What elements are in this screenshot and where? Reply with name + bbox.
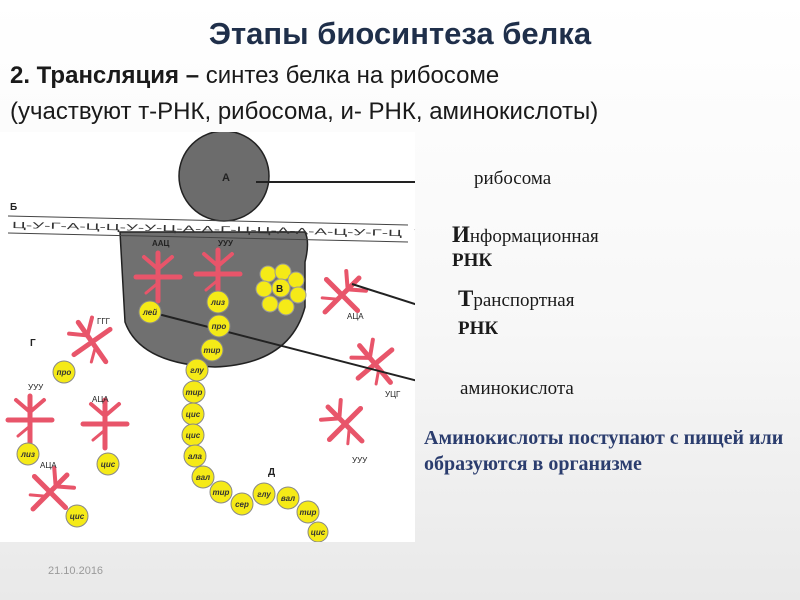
- label-ribosome: рибосома: [474, 168, 552, 189]
- trna-free-right-3: [312, 391, 377, 456]
- label-mrna-first: И: [452, 222, 470, 247]
- label-trna-first: Т: [458, 286, 474, 311]
- amino-tir4: тир: [300, 508, 317, 517]
- letter-a: А: [222, 172, 230, 184]
- codon-uuu: УУУ: [218, 239, 234, 248]
- letter-v: В: [276, 284, 283, 295]
- trna-pointer: [351, 283, 441, 313]
- amino-tir: тир: [204, 346, 221, 355]
- label-mrna-line1: Информационная: [452, 222, 599, 248]
- polypeptide-chain: лей лиз про тир глу тир цис цис ала вал …: [138, 290, 329, 543]
- amino-tir2: тир: [186, 388, 203, 397]
- amino-val: вал: [196, 473, 210, 482]
- codon-aca-left: АЦА: [40, 461, 57, 470]
- amino-cis-free2: цис: [70, 512, 85, 521]
- translation-diagram: А Б Ц-У-Г-А-Ц-Ц-У-У-Ц-А-А-Г-Ц-Ц-А-А-А-Ц-…: [0, 130, 468, 543]
- amino-glu: глу: [190, 366, 204, 375]
- subtitle-line-2: (участвуют т-РНК, рибосома, и- РНК, амин…: [10, 98, 599, 125]
- amino-cis3: цис: [311, 528, 326, 537]
- codon-ucg: УЦГ: [385, 390, 401, 399]
- letter-g: Г: [30, 338, 36, 349]
- note-text: Аминокислоты поступают с пищей или образ…: [424, 427, 784, 475]
- label-mrna-line2: РНК: [452, 250, 493, 271]
- translation-diagram-svg: А Б Ц-У-Г-А-Ц-Ц-У-У-Ц-А-А-Г-Ц-Ц-А-А-А-Ц-…: [0, 130, 468, 543]
- amino-val2: вал: [281, 494, 295, 503]
- footer-date: 21.10.2016: [48, 565, 104, 577]
- label-trna-rest: ранспортная: [473, 290, 575, 311]
- amino-ala: ала: [188, 452, 203, 461]
- amino-lei: лей: [142, 308, 157, 317]
- codon-aca-mid: АЦА: [92, 395, 109, 404]
- amino-pro: про: [212, 322, 227, 331]
- amino-cis2: цис: [186, 431, 201, 440]
- label-trna-line1: Транспортная: [458, 286, 574, 312]
- amino-glu2: глу: [257, 490, 271, 499]
- trna-free-left-3: [83, 400, 127, 448]
- label-amino: аминокислота: [460, 378, 574, 399]
- amino-ser: сер: [235, 500, 249, 509]
- codon-ggg: ГГГ: [97, 317, 111, 326]
- codon-aca-right: АЦА: [347, 312, 364, 321]
- codon-aac: ААЦ: [152, 239, 170, 248]
- label-mrna-rest: нформационная: [469, 226, 599, 247]
- letter-b: Б: [10, 202, 17, 213]
- amino-pro-free: про: [57, 368, 72, 377]
- codon-uuu-left: УУУ: [28, 383, 44, 392]
- amino-liz: лиз: [210, 298, 225, 307]
- letter-d: Д: [268, 467, 275, 478]
- label-trna-line2: РНК: [458, 318, 499, 339]
- amino-cis-free: цис: [101, 460, 116, 469]
- trna-free-left-2: [8, 396, 52, 444]
- amino-acid-cluster: В: [255, 263, 307, 316]
- amino-pointer: [157, 313, 446, 389]
- subtitle-rest: синтез белка на рибосоме: [199, 62, 500, 89]
- amino-liz-free: лиз: [20, 450, 35, 459]
- trna-free-right-1: [309, 262, 374, 327]
- amino-tir3: тир: [213, 488, 230, 497]
- slide-title: Этапы биосинтеза белка: [208, 16, 592, 51]
- subtitle-line-1: 2. Трансляция – синтез белка на рибосоме: [10, 62, 499, 90]
- codon-uuu-right: УУУ: [352, 456, 368, 465]
- amino-cis: цис: [186, 410, 201, 419]
- subtitle-number: 2. Трансляция –: [10, 62, 200, 89]
